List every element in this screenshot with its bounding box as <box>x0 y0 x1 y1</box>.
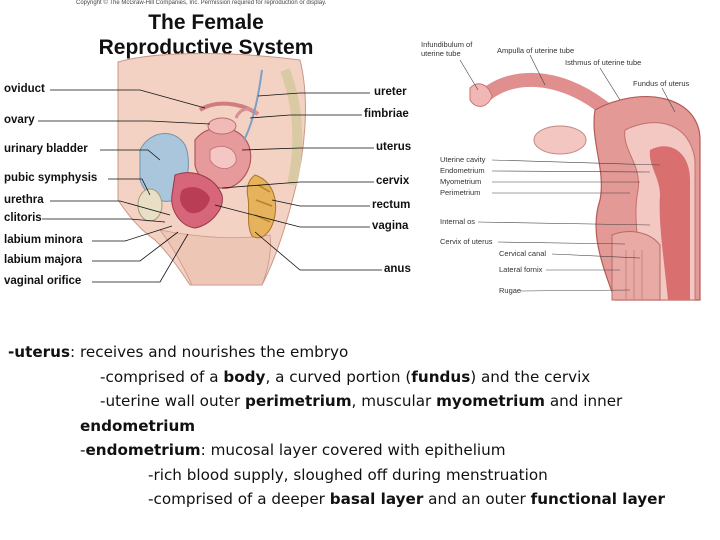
label-ovary: ovary <box>4 114 35 126</box>
label-clitoris: clitoris <box>4 212 42 224</box>
spine-shape <box>280 68 303 187</box>
thigh-region <box>159 229 271 286</box>
lecture-notes: -uterus: receives and nourishes the embr… <box>0 340 720 512</box>
title-line-1: The Female <box>148 11 264 34</box>
label-uterus: uterus <box>376 141 412 153</box>
label-cervix: cervix <box>376 175 410 187</box>
note-line-7: -comprised of a deeper basal layer and a… <box>148 490 665 508</box>
title-line-2: Reproductive System <box>98 36 314 59</box>
right-leader-lines <box>214 92 382 271</box>
copyright-notice: Copyright © The McGraw-Hill Companies, I… <box>76 0 327 6</box>
label-lateral-fornix: Lateral fornix <box>499 265 543 274</box>
note-line-1: -uterus: receives and nourishes the embr… <box>8 343 349 361</box>
label-myometrium: Myometrium <box>440 177 482 186</box>
label-labium-minora: labium minora <box>4 234 83 246</box>
label-infundibulum: Infundibulum of uterine tube <box>421 40 473 58</box>
label-fundus: Fundus of uterus <box>633 79 690 88</box>
label-pubic-symphysis: pubic symphysis <box>4 172 98 184</box>
ovary-detail <box>533 125 587 155</box>
left-leader-lines <box>38 89 211 283</box>
anatomy-illustration <box>38 38 701 301</box>
label-urinary-bladder: urinary bladder <box>4 143 88 155</box>
label-ampulla: Ampulla of uterine tube <box>497 46 575 55</box>
label-urethra: urethra <box>4 194 44 206</box>
label-fimbriae: fimbriae <box>364 108 409 120</box>
cervix-detail <box>611 231 661 301</box>
label-vagina: vagina <box>372 220 409 232</box>
label-anus: anus <box>384 263 411 275</box>
label-endometrium: Endometrium <box>440 166 485 175</box>
note-line-3: -uterine wall outer perimetrium, muscula… <box>100 392 623 410</box>
label-cervical-canal: Cervical canal <box>499 249 547 258</box>
detail-leader-lines <box>459 54 676 292</box>
label-cervix-of-uterus: Cervix of uterus <box>440 237 493 246</box>
figure-title: The Female Reproductive System <box>86 10 326 60</box>
label-labium-majora: labium majora <box>4 254 82 266</box>
ovary-shape <box>207 117 237 135</box>
label-perimetrium: Perimetrium <box>440 188 481 197</box>
note-line-5: -endometrium: mucosal layer covered with… <box>80 441 506 459</box>
label-oviduct: oviduct <box>4 83 45 95</box>
note-line-4: endometrium <box>80 416 196 435</box>
label-rectum: rectum <box>372 199 411 211</box>
note-line-2: -comprised of a body, a curved portion (… <box>100 367 591 386</box>
note-line-6: -rich blood supply, sloughed off during … <box>148 465 548 484</box>
label-vaginal-orifice: vaginal orifice <box>4 275 82 287</box>
label-rugae: Rugae <box>499 286 522 295</box>
label-uterine-cavity: Uterine cavity <box>440 155 486 164</box>
label-isthmus: Isthmus of uterine tube <box>565 58 642 67</box>
label-internal-os: Internal os <box>440 217 476 226</box>
frontal-section-view <box>420 38 701 301</box>
ureter-shape <box>243 69 263 141</box>
pubic-symphysis-shape <box>137 188 163 222</box>
label-ureter: ureter <box>374 86 407 98</box>
